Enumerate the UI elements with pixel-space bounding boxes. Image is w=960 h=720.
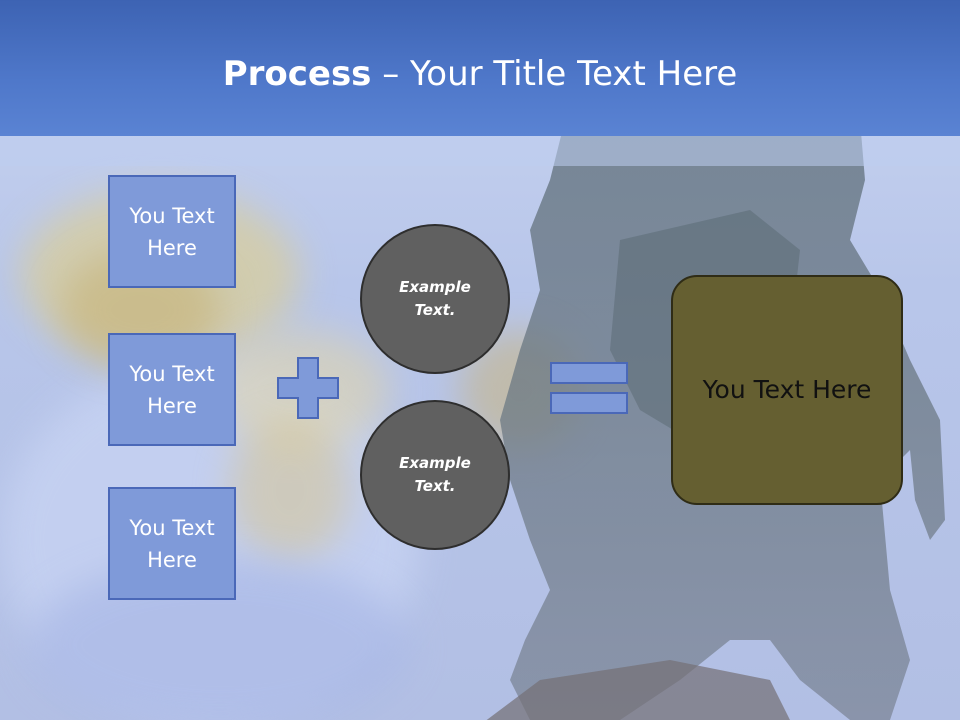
plus-icon [277,357,339,419]
title-underband [0,136,960,166]
title-bold: Process [222,54,372,94]
title-bar [0,0,960,136]
text-box-2: You Text Here [108,333,236,446]
result-box: You Text Here [671,275,903,505]
example-circle-1: Example Text. [360,224,510,374]
example-circle-2: Example Text. [360,400,510,550]
text-box-1: You Text Here [108,175,236,288]
title-rest: – Your Title Text Here [371,54,738,94]
slide-title: Process – Your Title Text Here [0,48,960,100]
equals-icon [550,362,628,414]
text-box-3: You Text Here [108,487,236,600]
